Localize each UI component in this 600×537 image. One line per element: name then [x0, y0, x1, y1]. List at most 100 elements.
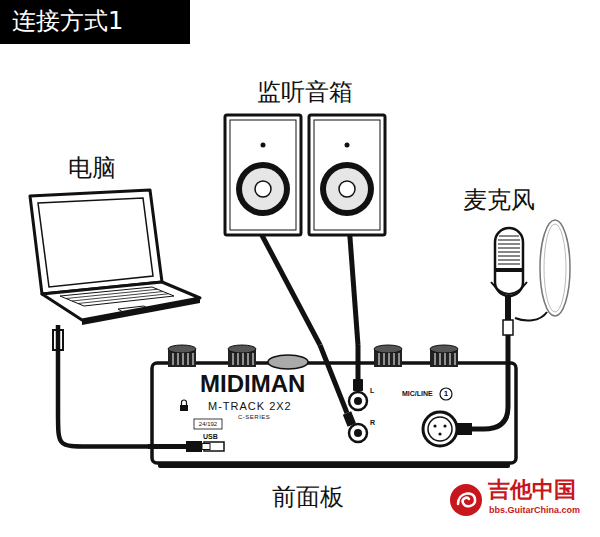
cable-connector — [350, 235, 358, 345]
mic-plug — [470, 345, 508, 429]
knob — [374, 345, 402, 367]
microphone-drawing — [498, 264, 520, 265]
speaker-drawing — [236, 162, 290, 216]
cable-connector — [58, 325, 148, 447]
speaker-drawing — [320, 162, 374, 216]
audio-interface-panel: 前面板MIDIMANM-TRACK 2X2C-SERIES24/192USBLR… — [148, 345, 520, 470]
diagram-title: 连接方式1 — [12, 9, 123, 33]
usb-socket-and-plug — [148, 444, 188, 449]
speaker-drawing — [309, 115, 385, 235]
node-label: 电脑 — [68, 156, 116, 180]
knob — [435, 353, 436, 365]
speaker-plugs — [356, 345, 361, 381]
knob — [173, 353, 174, 365]
laptop-drawing — [118, 306, 152, 314]
knob — [394, 353, 395, 365]
microphone-drawing — [505, 296, 511, 320]
knob — [399, 353, 400, 365]
watermark-text: 吉他中国 — [488, 479, 576, 501]
title-bar: 连接方式1 — [0, 0, 190, 44]
brand-text: MIDIMAN — [200, 372, 305, 396]
knob — [238, 353, 239, 365]
laptop-drawing — [30, 190, 162, 294]
laptop-drawing — [82, 298, 200, 325]
knob — [228, 345, 256, 367]
channel-label: L — [370, 387, 374, 394]
watermark-url: bbs.GuitarChina.com — [489, 506, 580, 515]
laptop-drawing — [78, 294, 169, 304]
node-label: 监听音箱 — [257, 80, 353, 104]
port-label: USB — [203, 433, 218, 440]
microphone: 麦克风 — [485, 222, 577, 335]
speaker-plugs — [320, 345, 347, 413]
knob — [193, 353, 194, 365]
monitor-speakers: 监听音箱 — [225, 115, 385, 235]
watermark-logo — [450, 484, 482, 516]
spec-box — [194, 419, 222, 429]
series-text: C-SERIES — [238, 414, 270, 420]
microphone-drawing — [503, 320, 513, 335]
knob — [183, 353, 184, 365]
laptop-drawing — [60, 287, 174, 306]
mic-plug — [456, 345, 508, 435]
speaker-drawing — [225, 115, 301, 235]
xlr-input — [443, 424, 446, 427]
knob — [248, 353, 249, 365]
knob — [445, 353, 446, 365]
speaker-drawing — [309, 115, 385, 235]
speaker-drawing — [230, 120, 296, 230]
model-text: M-TRACK 2X2 — [208, 401, 292, 412]
knob — [243, 353, 244, 365]
microphone-drawing — [498, 252, 520, 253]
knob — [440, 353, 441, 365]
speaker-drawing — [225, 115, 301, 235]
knob — [168, 345, 196, 353]
xlr-input — [440, 388, 452, 400]
xlr-input — [433, 424, 436, 427]
knob — [168, 345, 196, 367]
knob — [253, 353, 254, 365]
knob — [389, 353, 390, 365]
microphone-drawing — [498, 240, 520, 241]
xlr-input — [428, 417, 452, 441]
knob — [233, 353, 234, 365]
speaker-drawing — [345, 143, 350, 148]
watermark-logo — [450, 484, 482, 516]
interface-drawing — [148, 345, 516, 468]
input-label: MIC/LINE — [402, 390, 433, 397]
watermark-logo — [458, 493, 475, 506]
node-label: 前面板 — [272, 485, 344, 509]
knob — [384, 353, 385, 365]
microphone-drawing — [491, 220, 570, 335]
microphone-drawing — [499, 236, 519, 237]
xlr-input — [423, 412, 457, 446]
microphone-drawing — [491, 282, 527, 294]
output-jacks — [349, 392, 367, 410]
usb-socket-and-plug — [148, 441, 224, 452]
spec-text: 24/192 — [194, 421, 222, 427]
output-jacks — [354, 429, 362, 437]
speaker-drawing — [314, 120, 380, 230]
knob — [374, 345, 402, 353]
microphone-drawing — [498, 248, 520, 249]
microphone-drawing — [498, 260, 520, 261]
knob — [379, 353, 380, 365]
output-jacks — [354, 397, 362, 405]
cable-connector — [505, 335, 510, 345]
knob — [178, 353, 179, 365]
speaker-plugs — [320, 345, 363, 425]
knob — [430, 345, 458, 367]
knob — [228, 345, 256, 353]
speaker-plugs — [347, 413, 352, 425]
microphone-drawing — [495, 268, 523, 272]
speaker-drawing — [261, 143, 266, 148]
cable-connector — [262, 235, 320, 345]
callout-number: 1 — [440, 390, 452, 398]
speaker-drawing — [225, 115, 385, 235]
speaker-drawing — [326, 168, 368, 210]
volume-dial — [268, 355, 308, 369]
microphone-drawing — [540, 220, 570, 316]
usb-socket-and-plug — [186, 441, 202, 452]
speaker-drawing — [242, 168, 284, 210]
